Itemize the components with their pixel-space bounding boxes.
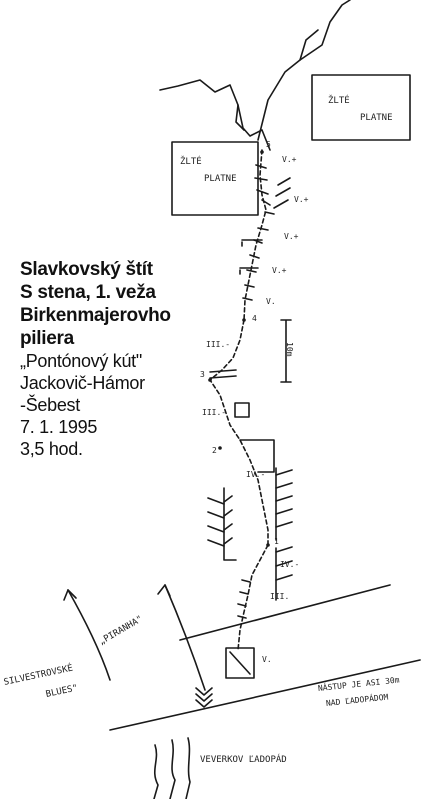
mountain-name: Slavkovský štít (20, 259, 153, 280)
belay-dot-3 (208, 378, 212, 382)
start-box (225, 647, 255, 679)
ridge-left-step (235, 104, 245, 131)
arrow-silvestrovske (67, 589, 111, 681)
authors-line1: Jackovič-Hámor (20, 373, 145, 393)
icefall-left (153, 744, 159, 799)
icefall-right (185, 737, 191, 799)
grade-pitch-e: V. (266, 297, 276, 306)
summit-ridge-right (257, 0, 351, 141)
belay-dot-4 (242, 318, 246, 322)
pillar-name-line2: piliera (20, 328, 74, 349)
grade-pitch-c: V.+ (284, 232, 299, 241)
ledge-lower-line (109, 659, 421, 731)
arrow-silvestrovske-head (63, 589, 77, 601)
route-line-upper (243, 149, 267, 321)
ascent-duration: 3,5 hod. (20, 439, 83, 459)
block-corner (239, 439, 275, 473)
corner-left (223, 487, 237, 561)
feathers-left (207, 495, 233, 547)
grade-pitch-i: IV.- (280, 560, 300, 569)
belay-number-2: 2 (212, 446, 217, 455)
icefall-label: VEVERKOV ĽADOPÁD (200, 755, 287, 765)
start-box-diagonal (229, 651, 251, 675)
belay-dot-1 (266, 543, 270, 547)
ridge-right-lower (299, 29, 319, 61)
belay-number-1: 1 (274, 537, 279, 546)
ticks-lower (237, 579, 251, 619)
icefall-center (169, 739, 176, 799)
yellow-slabs-right-label-2: PLATNE (360, 113, 393, 123)
yellow-slabs-right-box (311, 74, 411, 141)
grade-pitch-j: III. (270, 592, 290, 601)
route-name: „Pontónový kút" (20, 351, 142, 371)
belay-dot-5 (260, 150, 264, 154)
overhang-mark-1 (241, 239, 263, 247)
belay-dot-2 (218, 446, 222, 450)
grade-pitch-d: V.+ (272, 266, 287, 275)
summit-ridge (159, 79, 271, 151)
feathers-right (275, 469, 293, 581)
belay-number-3: 3 (200, 370, 205, 379)
scale-bar (280, 319, 292, 383)
arrow-piranha-head (157, 584, 171, 597)
start-chevrons (195, 687, 213, 708)
grade-pitch-f: III.- (206, 340, 231, 349)
route-line-middle (209, 319, 269, 546)
grade-pitch-b: V.+ (294, 195, 309, 204)
yellow-slabs-left-label-2: PLATNE (204, 174, 237, 184)
overhang-mark-2 (239, 267, 259, 275)
grade-pitch-g: III.- (202, 408, 227, 417)
ice-ticks-right (273, 177, 291, 209)
yellow-slabs-left-label-1: ŽLTÉ (180, 157, 202, 167)
block-small (234, 402, 250, 418)
grade-pitch-a: V.+ (282, 155, 297, 164)
grade-pitch-k: V. (262, 655, 272, 664)
authors-line2: -Šebest (20, 395, 80, 415)
yellow-slabs-left-box (171, 141, 259, 216)
yellow-slabs-right-label-1: ŽLTÉ (328, 96, 350, 106)
route-line-lower (237, 544, 269, 651)
arrow-piranha (164, 584, 206, 691)
ledge-upper-line (179, 584, 391, 641)
ice-ticks-upper (242, 164, 275, 301)
belay-number-5: 5 (266, 140, 271, 149)
roof-mark (209, 369, 237, 379)
scale-label: 10m (285, 342, 294, 357)
pillar-name-line1: Birkenmajerovho (20, 305, 171, 326)
face-name: S stena, 1. veža (20, 282, 156, 303)
belay-number-4: 4 (252, 314, 257, 323)
route-title-block: Slavkovský štít S stena, 1. veža Birkenm… (20, 258, 220, 460)
ascent-date: 7. 1. 1995 (20, 417, 98, 437)
grade-pitch-h: IV.- (246, 470, 266, 479)
